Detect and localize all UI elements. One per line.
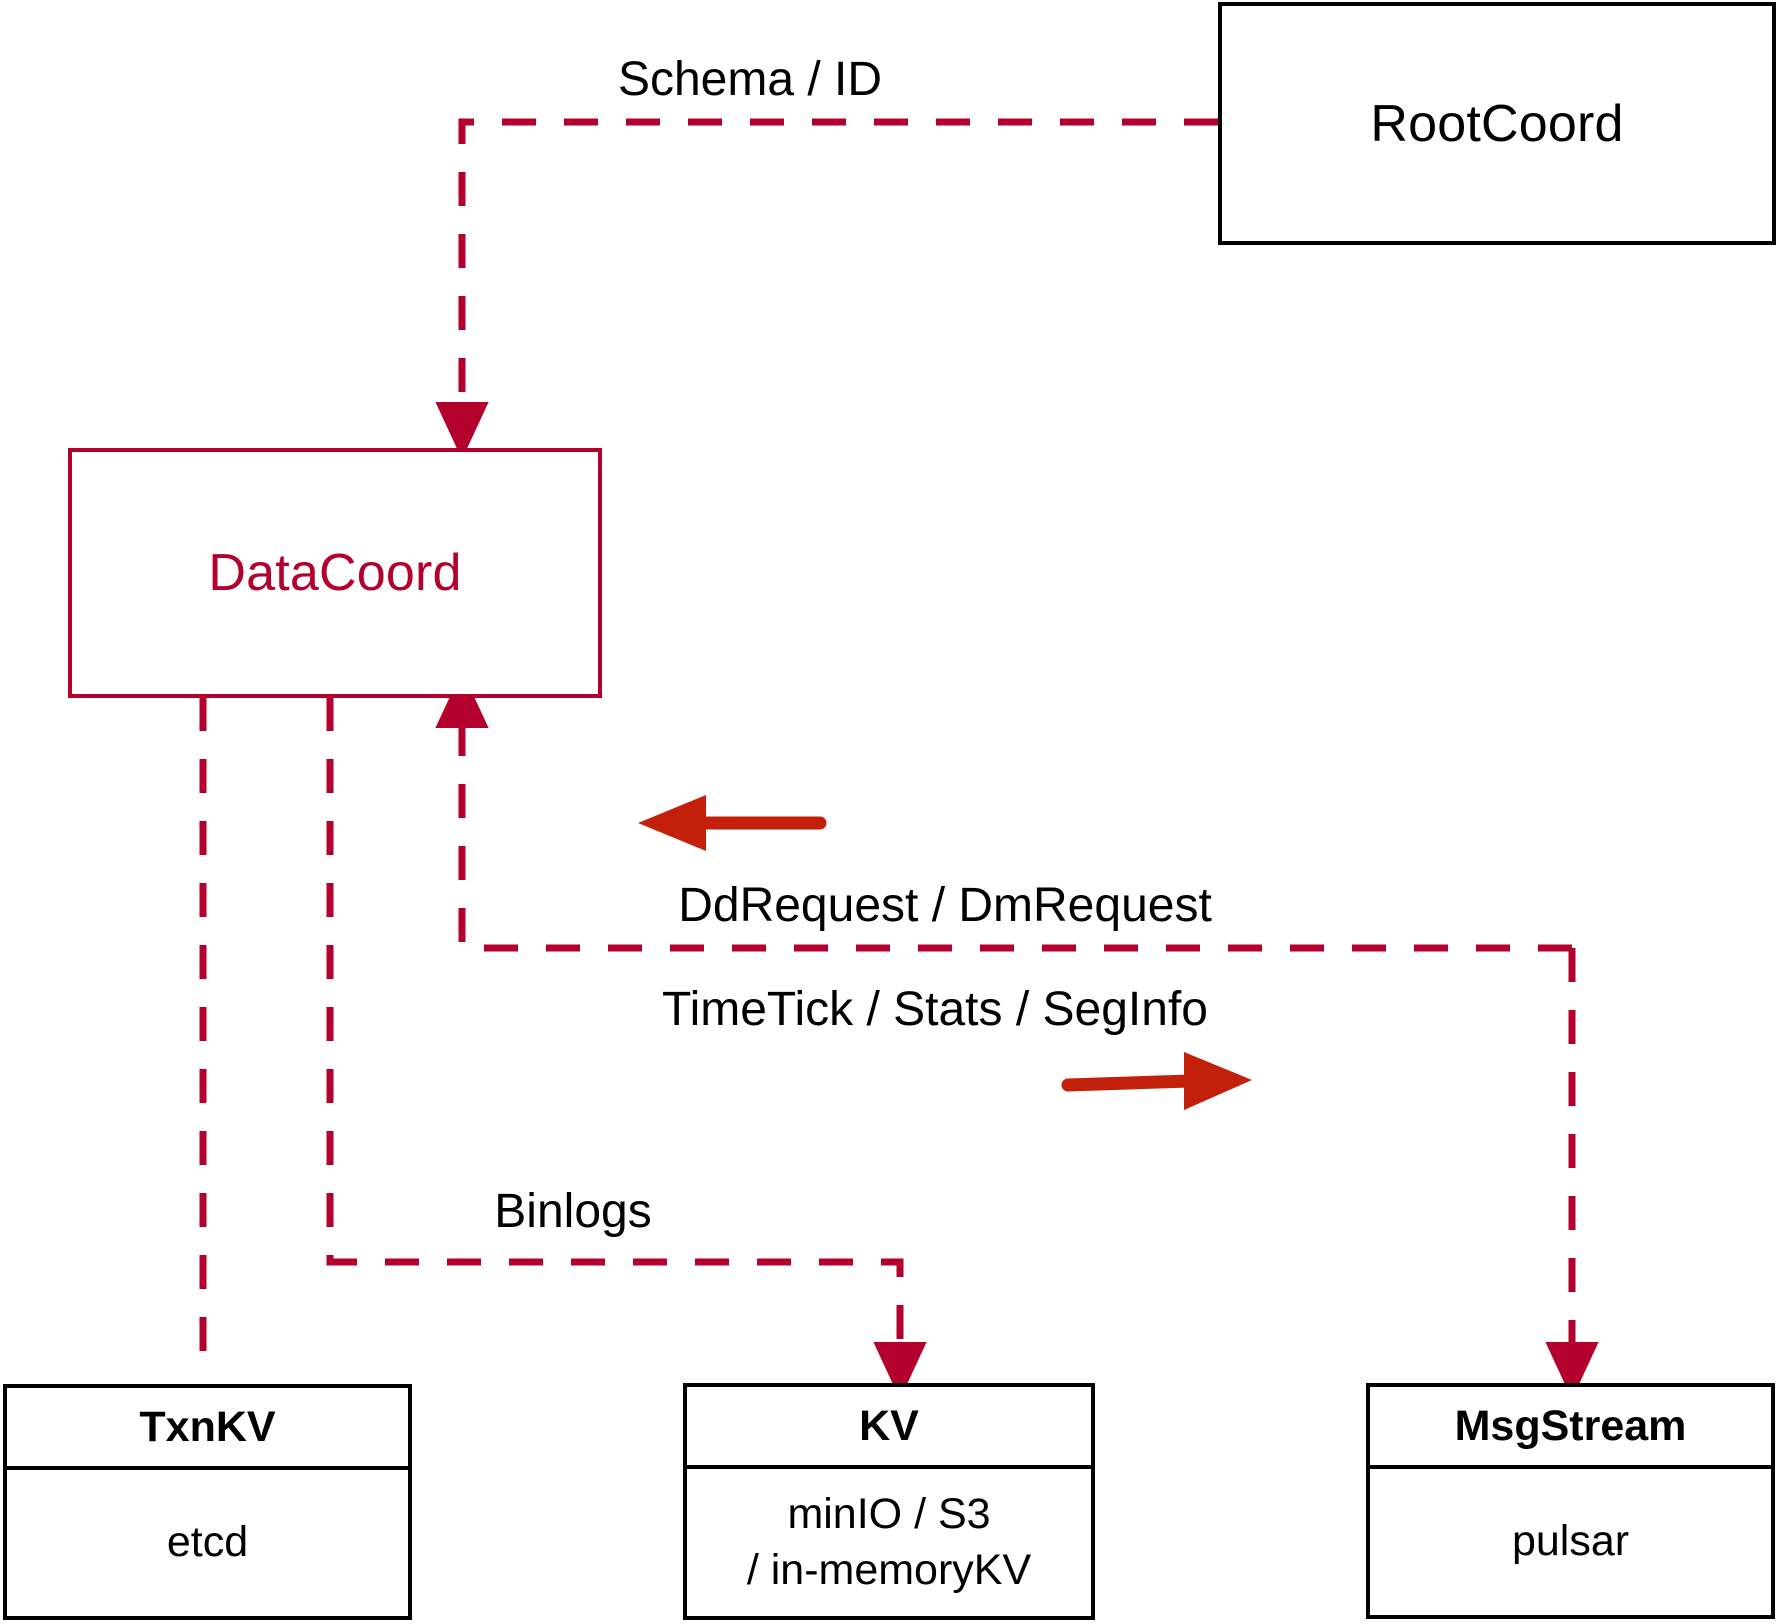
node-txnkv[interactable]: TxnKV etcd	[3, 1384, 412, 1620]
node-msgstream-header: MsgStream	[1370, 1387, 1771, 1469]
node-msgstream-body-line: pulsar	[1511, 1517, 1630, 1566]
node-txnkv-header-label: TxnKV	[139, 1402, 276, 1451]
node-datacoord-label: DataCoord	[208, 544, 462, 602]
node-msgstream-header-label: MsgStream	[1454, 1401, 1687, 1450]
edge-label-dd-dm-request: DdRequest / DmRequest	[678, 879, 1212, 932]
node-rootcoord-label: RootCoord	[1370, 94, 1624, 153]
node-txnkv-body: etcd	[7, 1470, 408, 1616]
edge-label-timetick-stats-seginfo: TimeTick / Stats / SegInfo	[662, 983, 1208, 1036]
edge-datacoord-to-kv-binlogs	[326, 697, 927, 1400]
node-kv-body-line-2: / in-memoryKV	[746, 1545, 1032, 1594]
node-kv-body-line-1: minIO / S3	[787, 1490, 991, 1539]
node-msgstream-body: pulsar	[1370, 1469, 1771, 1615]
node-rootcoord[interactable]: RootCoord	[1218, 2, 1776, 245]
node-datacoord[interactable]: DataCoord	[68, 448, 602, 698]
node-kv-body: minIO / S3 / in-memoryKV	[687, 1469, 1091, 1616]
edge-label-binlogs: Binlogs	[494, 1185, 652, 1238]
inbound-arrow-icon	[638, 795, 827, 851]
node-kv-header: KV	[687, 1387, 1091, 1469]
outbound-arrow-icon	[1061, 1052, 1252, 1110]
edge-label-schema-id: Schema / ID	[617, 53, 883, 106]
node-kv-header-label: KV	[859, 1401, 919, 1450]
node-msgstream[interactable]: MsgStream pulsar	[1366, 1383, 1775, 1619]
node-txnkv-header: TxnKV	[7, 1388, 408, 1470]
node-kv[interactable]: KV minIO / S3 / in-memoryKV	[683, 1383, 1095, 1620]
node-txnkv-body-line: etcd	[166, 1518, 249, 1567]
edge-rootcoord-to-datacoord	[435, 118, 1218, 460]
